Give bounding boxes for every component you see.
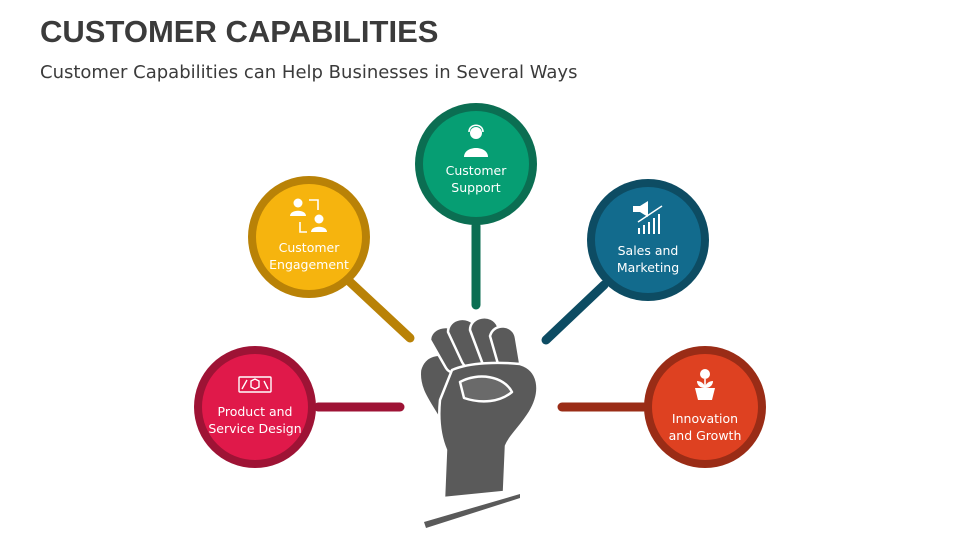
engagement-icon [290, 198, 327, 233]
connector-engagement [345, 277, 415, 343]
node-customer-support: Customer Support [415, 103, 537, 225]
node-label-line2: and Growth [669, 428, 742, 443]
connector-sales [541, 280, 609, 345]
raised-fist-icon [418, 316, 539, 528]
node-label-line1: Innovation [672, 411, 738, 426]
node-label-line1: Customer [446, 163, 508, 178]
node-label-line1: Customer [279, 240, 341, 255]
page-title: CUSTOMER CAPABILITIES [40, 14, 439, 49]
megaphone-chart-icon [633, 201, 663, 234]
node-label-line2: Engagement [269, 257, 349, 272]
node-label-line2: Support [451, 180, 501, 195]
node-label-line1: Product and [218, 404, 293, 419]
node-product-service-design: Product and Service Design [194, 346, 316, 468]
headset-agent-icon [464, 124, 488, 157]
page-subtitle: Customer Capabilities can Help Businesse… [40, 62, 578, 83]
node-sales-marketing: Sales and Marketing [587, 179, 709, 301]
node-label-line2: Service Design [208, 421, 301, 436]
node-label-line2: Marketing [617, 260, 679, 275]
node-innovation-growth: Innovation and Growth [644, 346, 766, 468]
product-design-icon [238, 376, 272, 393]
node-label-line1: Sales and [618, 243, 679, 258]
node-customer-engagement: Customer Engagement [248, 176, 370, 298]
plant-bulb-icon [695, 369, 715, 400]
